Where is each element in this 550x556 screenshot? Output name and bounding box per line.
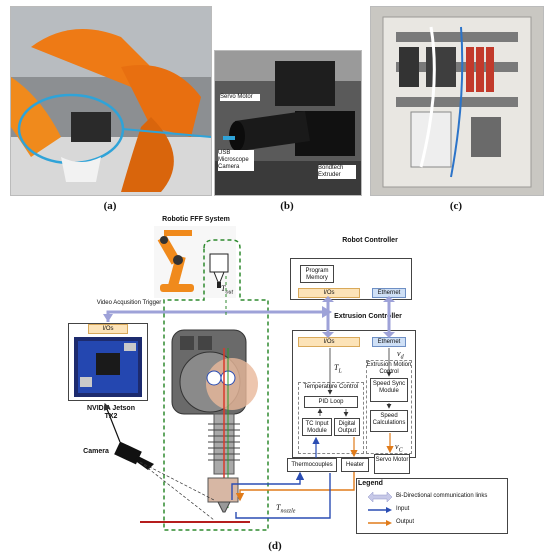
robot-controller-title: Robot Controller [342, 237, 398, 244]
symbol-v-c-main: v [395, 442, 399, 451]
extruder-drawing [170, 328, 266, 524]
legend-box [356, 478, 508, 534]
symbol-v-d-main: v [397, 349, 401, 358]
jetson-board-image [74, 337, 142, 397]
symbol-t-l-main: T [334, 363, 339, 372]
legend-title: Legend [358, 480, 383, 487]
jetson-label: NVIDIA Jetson TX2 [87, 405, 135, 420]
tc-input-module-box: TC Input Module [302, 418, 332, 436]
symbol-t-nozzle: Tnozzle [276, 503, 295, 515]
thermocouples-box: Thermocouples [287, 458, 337, 472]
extrusion-controller-box [292, 330, 416, 458]
video-trigger-label: Video Acqusition Trigger [96, 300, 162, 306]
servo-motor-box: Servo Motor [374, 454, 410, 474]
symbol-t-l: TL [334, 363, 342, 375]
symbol-t-out-sub: out [225, 289, 234, 296]
symbol-t-out: Tout [221, 284, 233, 296]
speed-sync-module-box: Speed Sync Module [370, 378, 408, 402]
symbol-t-l-sub: L [338, 368, 342, 375]
speed-calculations-box: Speed Calculations [370, 410, 408, 432]
label-usb-camera: USB Microscope Camera [218, 150, 254, 171]
pid-loop-box: PID Loop [304, 396, 358, 408]
extrusion-ios-port: I/Os [298, 337, 360, 347]
extrusion-controller-title: Extrusion Controller [334, 313, 402, 320]
robotic-system-title: Robotic FFF System [162, 216, 230, 223]
camera-label: Camera [83, 448, 109, 455]
jetson-ios-port: I/Os [88, 324, 128, 334]
legend-bidir-icon [368, 492, 392, 502]
symbol-t-nozzle-main: T [276, 503, 281, 512]
symbol-v-c-sub: C [398, 447, 403, 454]
temperature-control-label: Temperature Control [303, 384, 359, 390]
legend-output-icon [368, 520, 392, 526]
caption-a: (a) [103, 200, 117, 212]
caption-d: (d) [268, 540, 282, 552]
heater-box: Heater [341, 458, 369, 472]
label-servo-motor: Servo Motor [220, 94, 260, 101]
symbol-t-out-main: T [221, 284, 226, 293]
photo-robot-arm [10, 6, 212, 196]
symbol-t-nozzle-sub: nozzle [280, 508, 296, 515]
legend-output-label: Output [396, 519, 415, 525]
legend-bidir-label: Bi-Directional communication links [396, 493, 488, 499]
symbol-v-d-sub: d [400, 354, 404, 361]
caption-c: (c) [449, 200, 463, 212]
symbol-v-d: vd [397, 349, 404, 361]
symbol-v-c: vC [395, 442, 403, 454]
caption-b: (b) [280, 200, 294, 212]
photo-extruder [214, 50, 362, 196]
program-memory-box: Program Memory [300, 265, 334, 283]
temperature-control-group [298, 382, 364, 454]
photo-control-panel [370, 6, 544, 196]
legend-input-label: Input [396, 506, 410, 512]
label-bondtech-extruder: Bondtech Extruder [318, 165, 356, 179]
extruder-icon [206, 250, 232, 290]
digital-output-box: Digital Output [334, 418, 360, 436]
legend-input-icon [368, 507, 392, 513]
